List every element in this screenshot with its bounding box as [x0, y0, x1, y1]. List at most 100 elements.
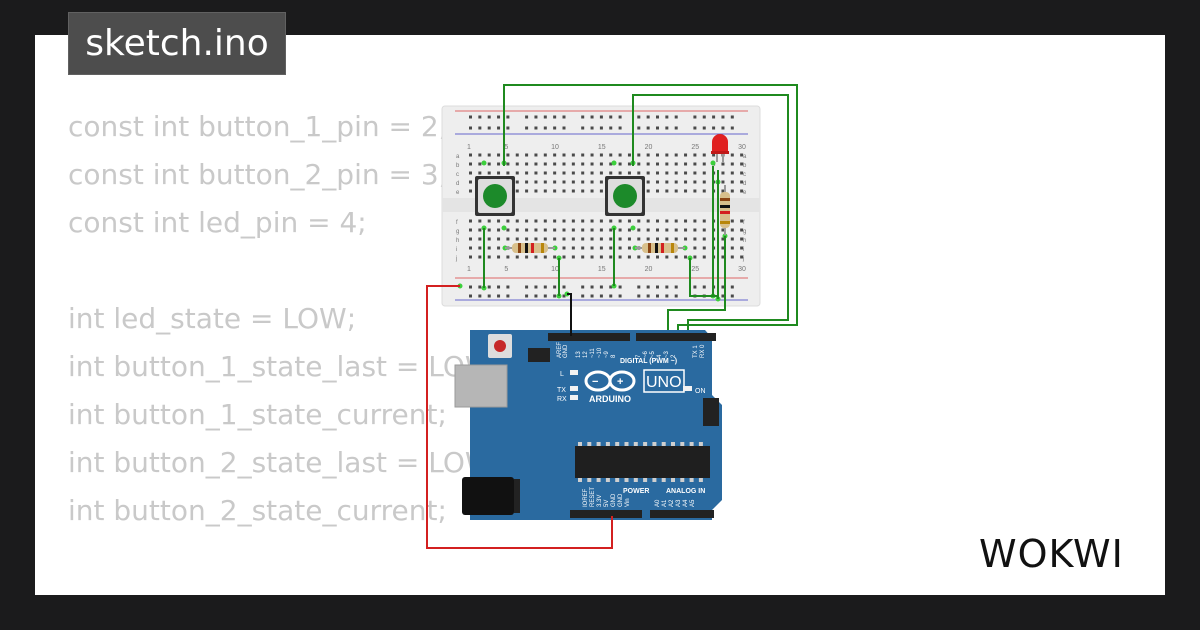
breadboard-column-number: 5 — [504, 144, 508, 151]
connection-dot — [481, 160, 487, 166]
pushbutton-2[interactable] — [605, 176, 645, 216]
breadboard-row-letter: i — [456, 247, 457, 253]
breadboard-row-letter: f — [743, 220, 745, 226]
filename-tab[interactable]: sketch.ino — [68, 12, 286, 75]
code-line: const int led_pin = 4; — [68, 206, 367, 239]
power-pin-label: 5V — [604, 500, 610, 507]
code-line: int led_state = LOW; — [68, 302, 357, 335]
breadboard-column-number: 25 — [691, 144, 699, 151]
analog-pin-label: A5 — [690, 499, 696, 507]
led-red[interactable] — [711, 134, 729, 162]
atmega-chip — [575, 446, 710, 478]
breadboard-row-letter: h — [456, 238, 459, 244]
breadboard-row-letter: f — [456, 220, 458, 226]
breadboard-row-letter: j — [742, 256, 744, 262]
breadboard-column-number: 5 — [504, 266, 508, 273]
wokwi-logo: WOKWI — [979, 532, 1124, 576]
breadboard-row-letter: a — [456, 154, 460, 160]
header-pin-label: 2 — [671, 354, 677, 358]
header-pin-label: RX 0 — [700, 344, 706, 358]
brand-text: WOKWI — [979, 532, 1124, 576]
code-line: int button_1_state_current; — [68, 398, 447, 431]
header-pin-label: ~11 — [590, 348, 596, 358]
button-1-cap[interactable] — [483, 184, 507, 208]
header-pin-label: TX 1 — [693, 345, 699, 358]
analog-pin-label: A0 — [655, 499, 661, 507]
power-pin-label: 3.3V — [597, 495, 603, 507]
breadboard-column-number: 10 — [551, 144, 559, 151]
resistor-3 — [720, 185, 730, 235]
breadboard-row-letter: c — [743, 172, 746, 178]
tx-label: TX — [557, 387, 566, 394]
power-pin-label: Vin — [625, 498, 631, 507]
breadboard-column-number: 15 — [598, 266, 606, 273]
breadboard-column-number: 30 — [738, 144, 746, 151]
connection-dot — [710, 160, 716, 166]
green-wires — [483, 84, 798, 336]
wire-gnd — [567, 293, 572, 336]
breadboard-row-letter: b — [456, 163, 460, 169]
breadboard-row-letter: g — [743, 229, 746, 235]
header-pin-label: ~9 — [604, 350, 610, 358]
usb-port — [454, 364, 508, 408]
connection-dot — [630, 225, 636, 231]
code-line: int button_2_state_current; — [68, 494, 447, 527]
power-pin-label: IOREF — [583, 488, 589, 507]
board-model: UNO — [646, 374, 682, 391]
breadboard-row-letter: a — [743, 154, 747, 160]
power-pin-label: GND — [618, 493, 624, 507]
breadboard-column-number: 30 — [738, 266, 746, 273]
header-pin-label: ~3 — [664, 350, 670, 358]
button-2-cap[interactable] — [613, 184, 637, 208]
header-pin-label: 12 — [583, 351, 589, 358]
arduino-uno[interactable]: − + UNO ARDUINO DIGITAL (PWM ~) POWER AN… — [454, 330, 722, 520]
filename-label: sketch.ino — [85, 23, 269, 64]
power-jack — [462, 477, 514, 515]
breadboard-row-letter: d — [743, 181, 746, 187]
code-line: int button_1_pressed = 0; — [68, 583, 502, 595]
rx-label: RX — [557, 396, 567, 403]
breadboard-row-letter: h — [743, 238, 746, 244]
header-power — [570, 510, 642, 518]
connection-dot — [501, 225, 507, 231]
on-label: ON — [695, 388, 706, 395]
power-pin-label: RESET — [590, 487, 596, 507]
svg-text:−: − — [592, 376, 598, 388]
breadboard-row-letter: g — [456, 229, 459, 235]
power-pin-label: GND — [611, 493, 617, 507]
resistor-1 — [505, 243, 555, 253]
pushbutton-1[interactable] — [475, 176, 515, 216]
header-analog — [650, 510, 714, 518]
header-pin-label: 4 — [657, 354, 663, 358]
analog-pin-label: A3 — [676, 499, 682, 507]
code-line: const int button_2_pin = 3; — [68, 158, 449, 191]
power-label: POWER — [623, 488, 649, 495]
header-pin-label: 8 — [611, 354, 617, 358]
wire-5v — [426, 285, 613, 549]
analog-pin-label: A4 — [683, 499, 689, 507]
breadboard-column-number: 20 — [645, 266, 653, 273]
breadboard-column-number: 15 — [598, 144, 606, 151]
breadboard-row-letter: e — [743, 190, 747, 196]
breadboard-row-letter: d — [456, 181, 459, 187]
svg-text:+: + — [617, 376, 623, 388]
header-pin-label: AREF — [557, 342, 563, 358]
on-led — [683, 386, 692, 391]
analog-label: ANALOG IN — [666, 488, 705, 495]
analog-pin-label: A2 — [669, 499, 675, 507]
header-pin-label: ~6 — [643, 350, 649, 358]
breadboard-row-letter: i — [743, 247, 744, 253]
breadboard-column-number: 10 — [551, 266, 559, 273]
breadboard-column-number: 1 — [467, 144, 471, 151]
code-line: const int button_1_pin = 2; — [68, 110, 449, 143]
breadboard-row-letter: b — [743, 163, 747, 169]
breadboard-row-letter: e — [456, 190, 460, 196]
analog-pin-label: A1 — [662, 499, 668, 507]
resistor-2 — [635, 243, 685, 253]
code-preview: const int button_1_pin = 2; const int but… — [68, 103, 502, 595]
header-pin-label: GND — [563, 344, 569, 358]
l-label: L — [560, 371, 564, 378]
header-digital-right — [636, 333, 716, 341]
header-pin-label: ~10 — [597, 347, 603, 358]
breadboard-column-number: 25 — [691, 266, 699, 273]
